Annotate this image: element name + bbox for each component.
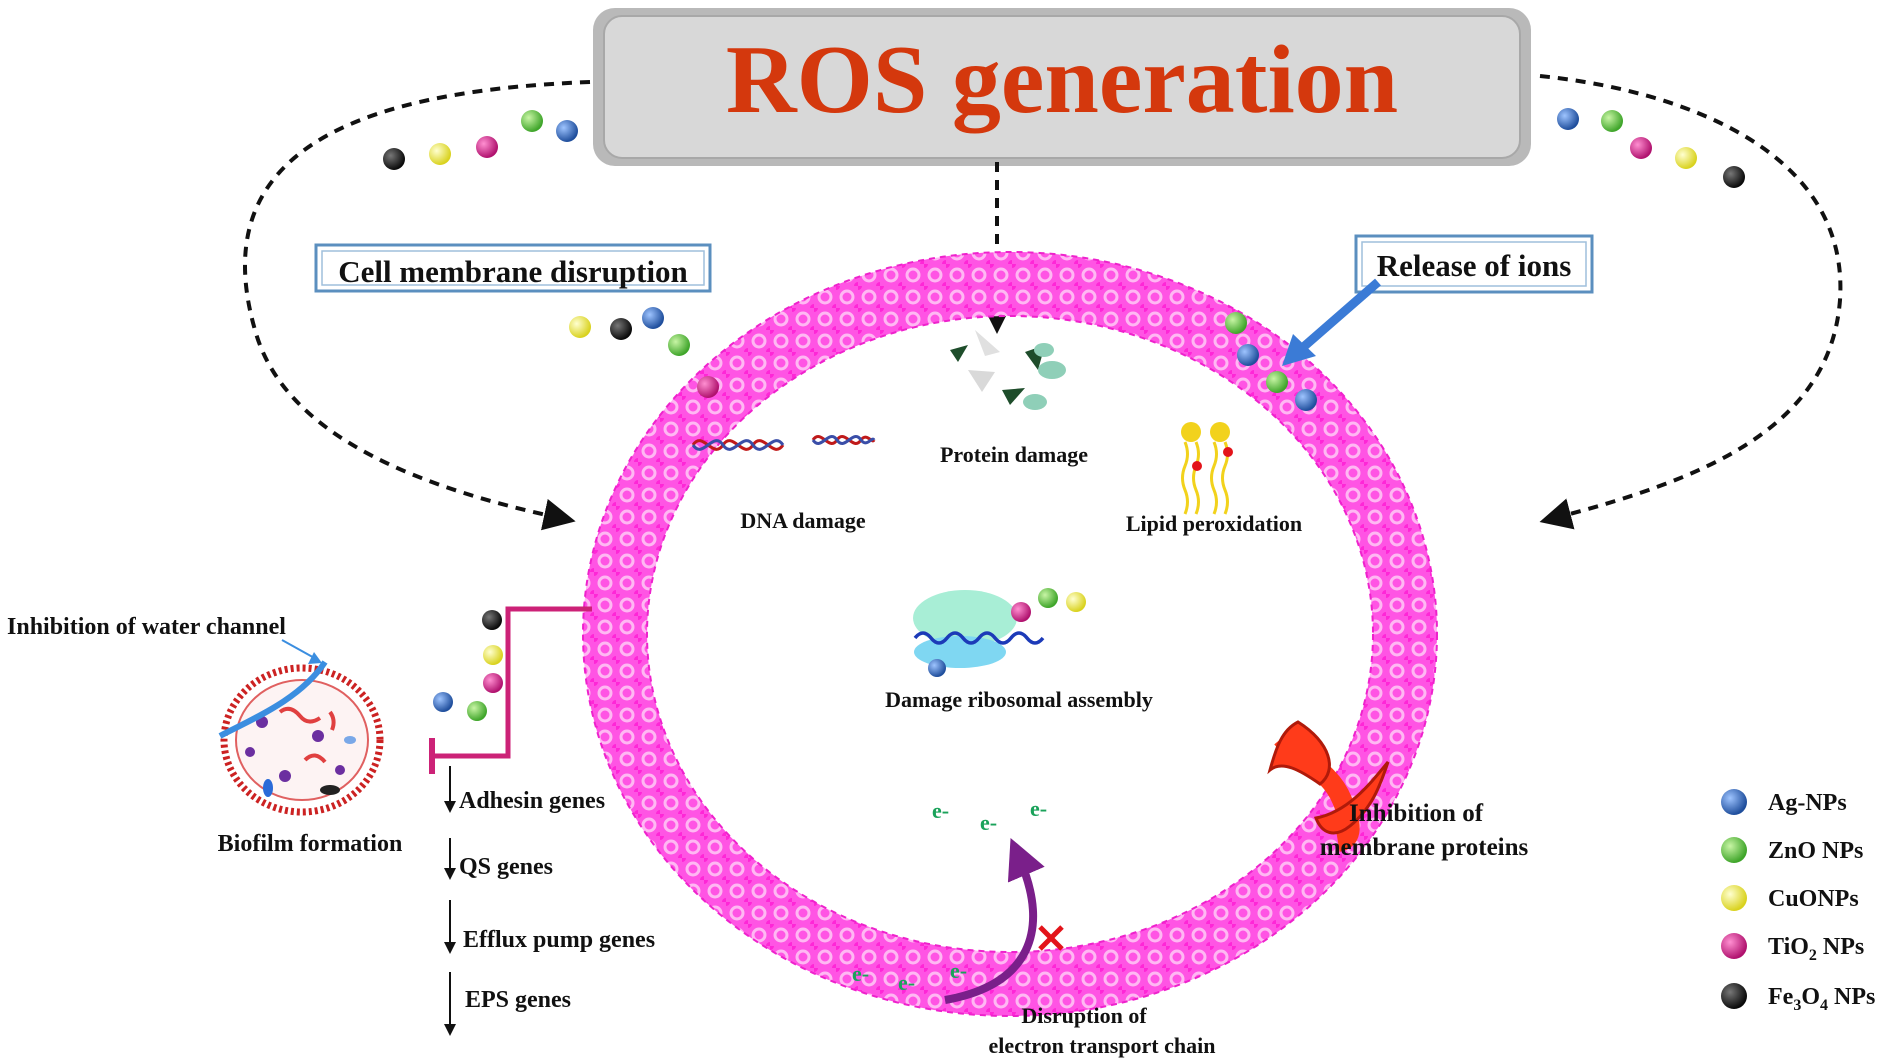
ribosomal-damage-text: Damage ribosomal assembly [885,687,1153,712]
np-cluster-biofilm [433,610,503,721]
legend-swatch-fe3o4 [1721,983,1747,1009]
etc-block-x-icon [1038,925,1064,951]
np-cluster-top-left [383,110,578,170]
legend-swatch-ag [1721,789,1747,815]
lipid-peroxidation-text: Lipid peroxidation [1126,511,1302,536]
dna-damage-text: DNA damage [740,508,866,533]
gene-label: Efflux pump genes [463,927,655,953]
electron-label: e- [898,970,915,995]
legend-label-ag: Ag-NPs [1768,790,1847,816]
electron-label: e- [980,810,997,835]
membrane-proteins-text-2: membrane proteins [1320,834,1529,861]
cell-membrane-disruption-label: Cell membrane disruption [314,243,712,293]
electron-label: e- [932,798,949,823]
legend-swatch-tio2 [1721,933,1747,959]
electron-label: e- [1030,796,1047,821]
membrane-protein-icon [1267,720,1390,852]
legend-swatch-zno [1721,837,1747,863]
etc-text-1: Disruption of [1021,1003,1147,1028]
release-of-ions-label: Release of ions [1354,234,1594,294]
cell-membrane [582,251,1438,1017]
water-channel-tube [218,660,328,739]
legend-label-zno: ZnO NPs [1768,838,1863,864]
electron-label: e- [950,958,967,983]
np-cluster-membrane-gap [569,307,719,398]
etc-text-2: electron transport chain [989,1033,1216,1058]
legend-label-fe3o4: Fe3O4 NPs [1768,984,1875,1014]
ion-release-arrow [1297,278,1381,354]
legend-label-cuo: CuONPs [1768,886,1859,912]
cell-membrane-disruption-text: Cell membrane disruption [338,254,688,289]
electrons: e- e- e- e- e- e- [852,796,1047,995]
np-cluster-ions [1225,312,1317,411]
gene-label: EPS genes [465,987,571,1013]
electron-label: e- [852,961,869,986]
legend-label-tio2: TiO2 NPs [1768,934,1864,964]
inhibition-connector [432,606,592,759]
membrane-proteins-text-1: Inhibition of [1349,800,1484,827]
left-dashed-arrow [242,80,591,531]
title-box: ROS generation [593,8,1531,166]
etc-arrow [944,837,1045,1004]
ion-release-arrowhead [1282,334,1316,366]
gene-label: Adhesin genes [459,788,605,814]
release-of-ions-text: Release of ions [1377,248,1572,283]
biofilm-text: Biofilm formation [218,831,403,857]
np-cluster-top-right [1557,108,1745,188]
dna-icon [691,435,876,451]
right-dashed-arrow [1539,74,1843,530]
protein-damage-text: Protein damage [940,442,1088,467]
ribosome-icon [913,588,1086,677]
legend: Ag-NPs ZnO NPs CuONPs TiO2 NPs Fe3O4 NPs [1721,789,1875,1014]
lipid-icon [1181,422,1233,515]
page-title: ROS generation [726,26,1398,134]
protein-fragments-icon [950,330,1066,410]
water-channel-pointer-head [308,652,322,664]
gene-cascade: Adhesin genes QS genes Efflux pump genes… [444,766,655,1036]
water-channel-text: Inhibition of water channel [7,614,286,640]
legend-swatch-cuo [1721,885,1747,911]
gene-label: QS genes [459,854,553,880]
